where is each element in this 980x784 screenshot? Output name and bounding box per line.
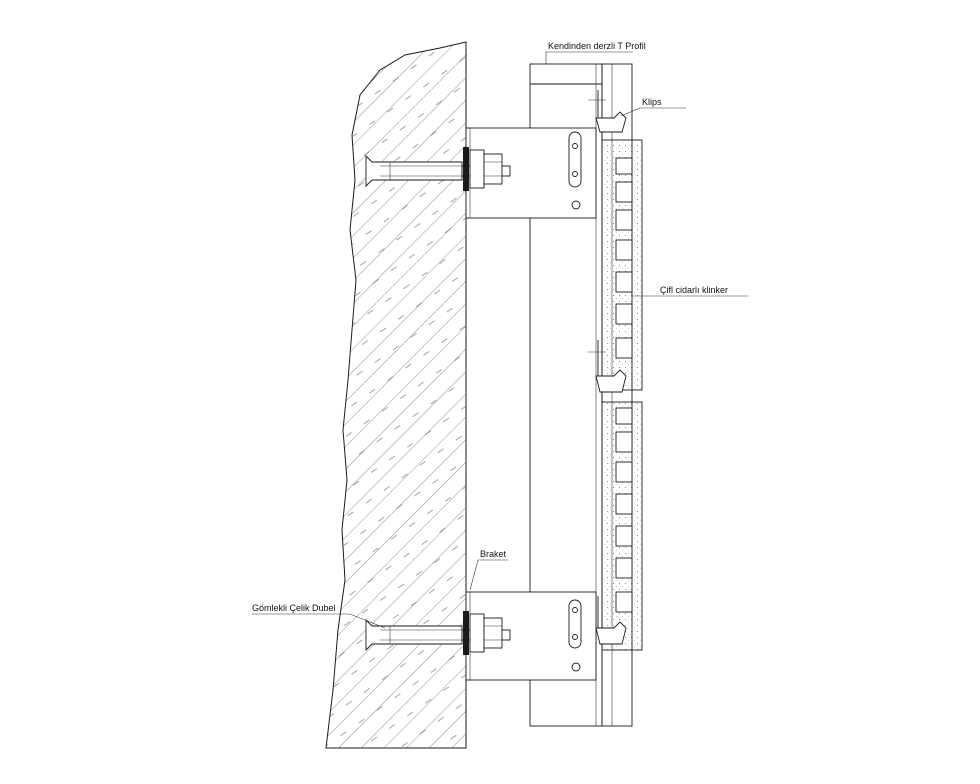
- label-clinker: Çifl cidarlı klinker: [660, 285, 728, 295]
- concrete-wall: [325, 41, 467, 749]
- label-anchor: Gömlekli Çelik Dubel: [252, 603, 336, 613]
- leader-lines: [252, 51, 748, 629]
- label-clips: Klips: [642, 97, 662, 107]
- clinker-panel-upper: [601, 139, 643, 391]
- label-t-profile: Kendinden derzli T Profil: [548, 41, 646, 51]
- label-bracket: Braket: [480, 549, 507, 559]
- clip-bottom: [595, 596, 627, 645]
- lower-anchor: [365, 611, 511, 655]
- upper-bracket: [465, 127, 597, 219]
- clip-middle: [588, 340, 627, 393]
- upper-anchor: [365, 147, 511, 191]
- clip-top: [588, 90, 627, 133]
- clinker-panel-lower: [601, 401, 643, 651]
